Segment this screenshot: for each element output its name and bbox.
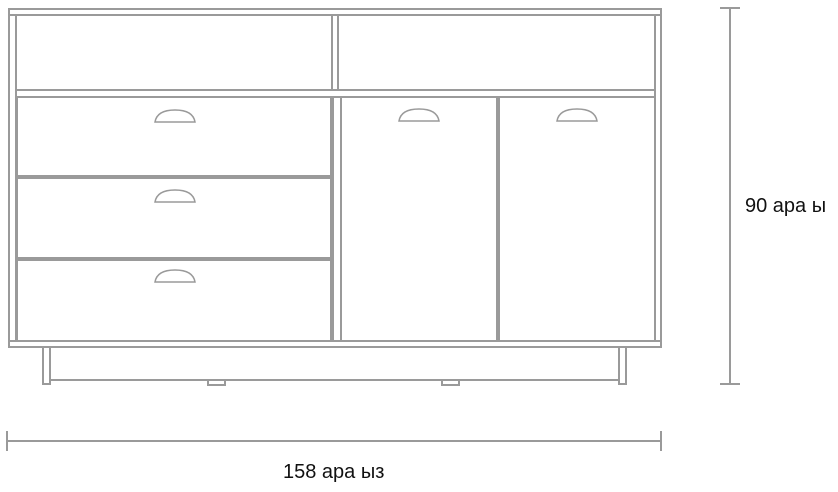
doors: [340, 96, 656, 342]
drawer-2: [16, 177, 332, 259]
door-left: [340, 96, 498, 342]
handle-icon: [154, 109, 196, 123]
drawers: [16, 96, 334, 342]
foot: [207, 379, 226, 386]
width-dimension-line: [6, 431, 662, 451]
door-right: [498, 96, 656, 342]
handles: [154, 108, 598, 283]
base: [42, 346, 627, 386]
leg-right: [618, 346, 627, 385]
leg-left: [42, 346, 51, 385]
handle-icon: [556, 108, 598, 122]
top-compartments: [16, 15, 655, 98]
height-dimension-line: [720, 7, 740, 385]
foot: [441, 379, 460, 386]
handle-icon: [398, 108, 440, 122]
handle-icon: [154, 189, 196, 203]
width-label: 158 ара ыз: [283, 461, 385, 483]
handle-icon: [154, 269, 196, 283]
drawer-1: [16, 96, 332, 177]
drawer-3: [16, 259, 332, 342]
height-label: 90 ара ы: [745, 195, 827, 217]
